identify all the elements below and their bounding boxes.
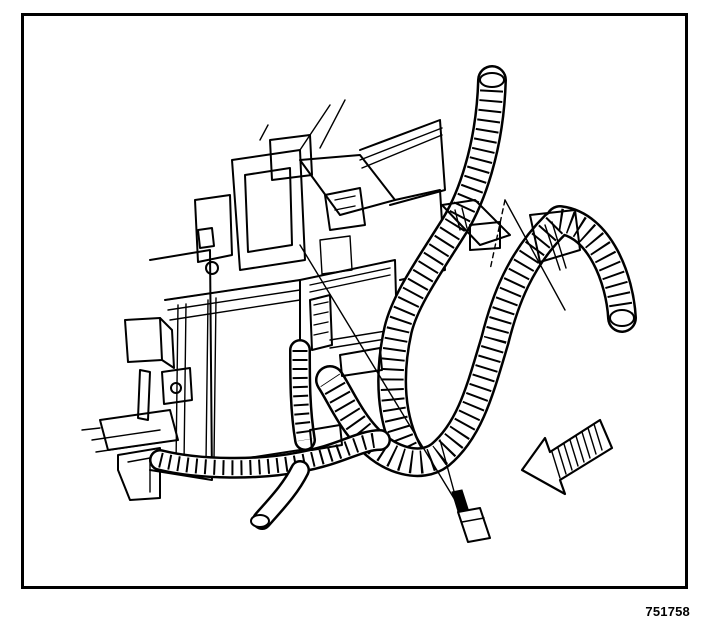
- harness-clip-right: [529, 209, 581, 271]
- harness-clip-upper: [441, 199, 511, 251]
- bolt-fastener: [299, 199, 566, 543]
- front-direction-arrow-icon: [520, 418, 614, 496]
- harness-clip-middle: [309, 294, 383, 451]
- illustration-frame: [21, 13, 688, 589]
- harness-conduit-loop: [315, 205, 637, 478]
- figure-number: 751758: [645, 604, 690, 619]
- harness-conduit-lower: [149, 339, 391, 530]
